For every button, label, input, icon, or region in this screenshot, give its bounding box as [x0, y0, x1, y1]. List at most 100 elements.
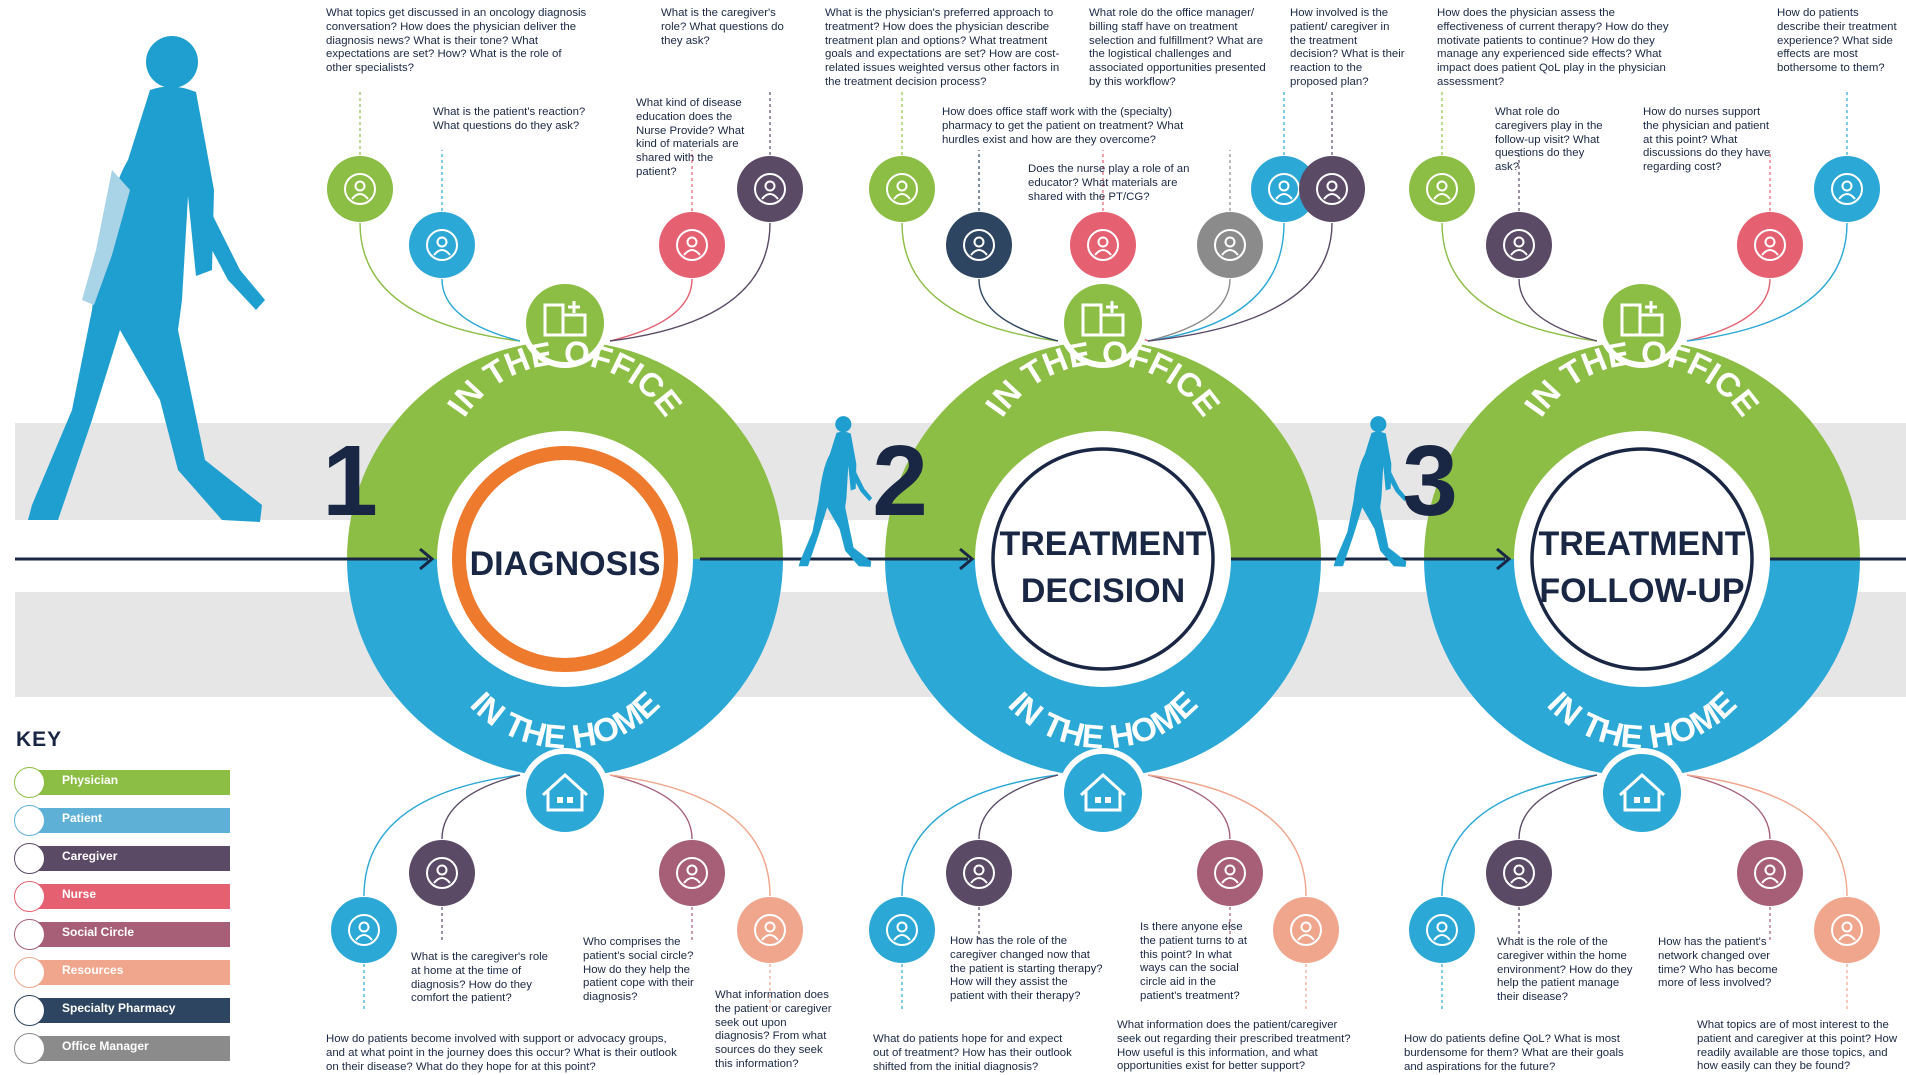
- s1-patient-patient-icon: [409, 212, 475, 278]
- stage-2-title-line1: TREATMENT: [999, 525, 1206, 563]
- stage-number-1: 1: [322, 425, 378, 537]
- s1-home-caregiver-connector: [441, 774, 521, 840]
- key-item-specialty-pharmacy: Specialty Pharmacy: [14, 995, 230, 1026]
- stage-1-title: DIAGNOSIS: [470, 545, 661, 583]
- s2-home-social-connector: [1147, 774, 1231, 840]
- key-color-bar: [36, 846, 230, 871]
- s3-caregiver-connector: [1518, 278, 1598, 342]
- key-color-bar: [36, 960, 230, 985]
- s2-office-manager-connector: [1147, 278, 1231, 342]
- s3-patient-patient-icon: [1814, 156, 1880, 222]
- s2-physician-connector: [901, 222, 1059, 342]
- s2-home-patient-patient-icon: [869, 897, 935, 963]
- s1-patient-home-question: How do patients become involved with sup…: [326, 1033, 677, 1073]
- s3-caregiver-caregiver-icon: [1486, 212, 1552, 278]
- stage-3-home-hub-icon: [1597, 748, 1687, 838]
- patient-icon: [14, 805, 45, 836]
- office-manager-icon: [14, 1033, 45, 1064]
- s1-home-caregiver-caregiver-icon: [409, 840, 475, 906]
- s1-home-patient-patient-icon: [331, 897, 397, 963]
- s3-home-resources-connector: [1686, 774, 1848, 897]
- s2-home-caregiver-caregiver-icon: [946, 840, 1012, 906]
- stage-3-center-ring: [1530, 447, 1754, 671]
- stage-1-home-hub-icon: [520, 748, 610, 838]
- s3-home-resources-resources-icon: [1814, 897, 1880, 963]
- stage-number-3: 3: [1402, 425, 1458, 537]
- caregiver-icon: [14, 843, 45, 874]
- resources-icon: [14, 957, 45, 988]
- s2-pharmacy-connector: [978, 278, 1059, 342]
- walking-person-small-icon-2: [1333, 416, 1408, 567]
- key-item-social-circle: Social Circle: [14, 919, 230, 950]
- key-color-bar: [36, 922, 230, 947]
- s3-home-social-social-circle-icon: [1737, 840, 1803, 906]
- s3-home-patient-patient-icon: [1409, 897, 1475, 963]
- s3-home-caregiver-caregiver-icon: [1486, 840, 1552, 906]
- s2-physician-question: What is the physician's preferred approa…: [825, 7, 1060, 88]
- stage-2-office-hub-icon: [1058, 278, 1148, 368]
- s2-home-patient-connector: [901, 774, 1059, 897]
- s1-physician-question: What topics get discussed in an oncology…: [326, 7, 587, 75]
- key-item-nurse: Nurse: [14, 881, 230, 912]
- nurse-icon: [14, 881, 45, 912]
- stage-2-title-line2: DECISION: [1021, 572, 1185, 610]
- key-label: Caregiver: [62, 849, 118, 863]
- s1-nurse-office-question: What kind of disease education does the …: [636, 97, 745, 178]
- key-label: Specialty Pharmacy: [62, 1001, 176, 1015]
- s3-nurse-connector: [1686, 278, 1771, 342]
- specialty-pharmacy-icon: [14, 995, 45, 1026]
- s3-home-patient-connector: [1441, 774, 1598, 897]
- key-item-caregiver: Caregiver: [14, 843, 230, 874]
- s3-social-home-question: How has the patient's network changed ov…: [1658, 936, 1778, 990]
- s3-physician-connector: [1441, 222, 1598, 342]
- s1-home-resources-connector: [609, 774, 771, 897]
- s2-caregiver-caregiver-icon: [1299, 156, 1365, 222]
- s1-home-social-social-circle-icon: [659, 840, 725, 906]
- s3-resources-home-question: What topics are of most interest to the …: [1697, 1019, 1898, 1073]
- s2-resources-home-question: What information does the patient/caregi…: [1117, 1019, 1351, 1073]
- stage-3-title-line1: TREATMENT: [1538, 525, 1745, 563]
- key-color-bar: [36, 770, 230, 795]
- s3-home-social-connector: [1686, 774, 1771, 840]
- timeline: [15, 547, 1906, 571]
- s2-pharmacy-question: How does office staff work with the (spe…: [942, 106, 1184, 146]
- key-label: Office Manager: [62, 1039, 149, 1053]
- s3-nurse-nurse-icon: [1737, 212, 1803, 278]
- s1-resources-home-question: What information does the patient or car…: [715, 989, 832, 1070]
- s3-physician-physician-icon: [1409, 156, 1475, 222]
- s2-home-caregiver-connector: [978, 774, 1059, 840]
- s2-physician-physician-icon: [869, 156, 935, 222]
- key-title: KEY: [16, 728, 63, 751]
- stage-3-title-line2: FOLLOW-UP: [1539, 572, 1744, 610]
- s2-caregiver-home-question: How has the role of the caregiver change…: [950, 935, 1103, 1003]
- stage-3-office-hub-icon: [1597, 278, 1687, 368]
- s1-social-home-question: Who comprises the patient's social circl…: [583, 936, 694, 1004]
- s2-social-home-question: Is there anyone else the patient turns t…: [1140, 921, 1248, 1002]
- key-label: Nurse: [62, 887, 97, 901]
- s2-patient-home-question: What do patients hope for and expect out…: [873, 1033, 1072, 1073]
- walking-person-small-icon-1: [798, 416, 873, 567]
- key-color-bar: [36, 1036, 230, 1061]
- s1-caregiver-office-question: What is the caregiver's role? What quest…: [661, 7, 784, 47]
- s3-patient-connector: [1686, 222, 1848, 342]
- s1-patient-office-question: What is the patient's reaction? What que…: [433, 106, 586, 132]
- s3-physician-question: How does the physician assess the effect…: [1437, 7, 1669, 88]
- s3-home-caregiver-connector: [1518, 774, 1598, 840]
- stage-1-office-hub-icon: [520, 278, 610, 368]
- key-label: Patient: [62, 811, 103, 825]
- s2-nurse-question: Does the nurse play a role of an educato…: [1028, 163, 1190, 203]
- s1-caregiver-caregiver-icon: [737, 156, 803, 222]
- s1-patient-connector: [441, 278, 521, 342]
- s2-office-manager-office-manager-icon: [1197, 212, 1263, 278]
- s3-patient-office-question: How do patients describe their treatment…: [1777, 7, 1897, 75]
- s1-nurse-connector: [609, 278, 693, 342]
- stage-2-home-hub-icon: [1058, 748, 1148, 838]
- stage-1-center-ring: [452, 446, 678, 672]
- key-label: Social Circle: [62, 925, 135, 939]
- s3-patient-home-question: How do patients define QoL? What is most…: [1404, 1033, 1624, 1073]
- social-circle-icon: [14, 919, 45, 950]
- key-label: Physician: [62, 773, 119, 787]
- s1-caregiver-home-question: What is the caregiver's role at home at …: [411, 951, 549, 1005]
- physician-icon: [14, 767, 45, 798]
- s1-home-resources-resources-icon: [737, 897, 803, 963]
